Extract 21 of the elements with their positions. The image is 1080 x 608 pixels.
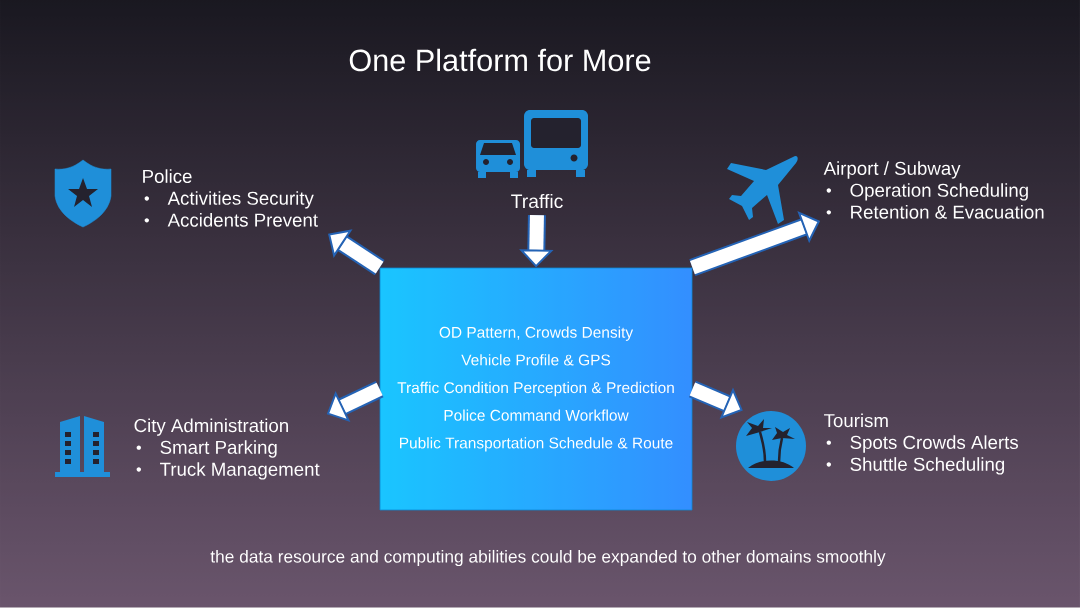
- node-label: Police: [143, 169, 192, 183]
- node-label: City Administration: [134, 418, 288, 436]
- use-case-list: City Administration Smart Parking Truck Management: [134, 418, 320, 480]
- use-case-list: Police Activities Security Accidents Prevent: [143, 169, 318, 227]
- use-case-list: Tourism Spots Crowds Alerts Shuttle Scheduling: [824, 413, 1018, 475]
- data-panel: OD Pattern, Crowds Density Vehicle Profile & GPS Traffic Condition Perception & Prediction Police Command Workflow Public Transportation Schedule & Route: [379, 267, 693, 511]
- use-case-list: Airport / Subway Operation Scheduling Retention & Evacuation: [823, 161, 1044, 219]
- node-label: Airport / Subway: [823, 161, 961, 179]
- footnote-sentence: the data resource and computing abilities could be expanded to other domains smoothly: [210, 549, 886, 567]
- node-label: Operation Scheduling: [850, 183, 1028, 201]
- node-label: Spots Crowds Alerts: [850, 435, 1018, 453]
- slide-title: One Platform for More: [349, 48, 651, 72]
- node-label: Accidents Prevent: [167, 213, 318, 227]
- node-label: Truck Management: [160, 462, 320, 480]
- node-label: Retention & Evacuation: [851, 205, 1044, 219]
- traffic-label: Traffic: [511, 193, 563, 209]
- node-label: Tourism: [824, 413, 888, 428]
- block-arrow: [328, 229, 385, 276]
- node-label: Shuttle Scheduling: [850, 457, 1005, 475]
- node-label: Smart Parking: [160, 440, 277, 458]
- node-label: Activities Security: [167, 191, 314, 209]
